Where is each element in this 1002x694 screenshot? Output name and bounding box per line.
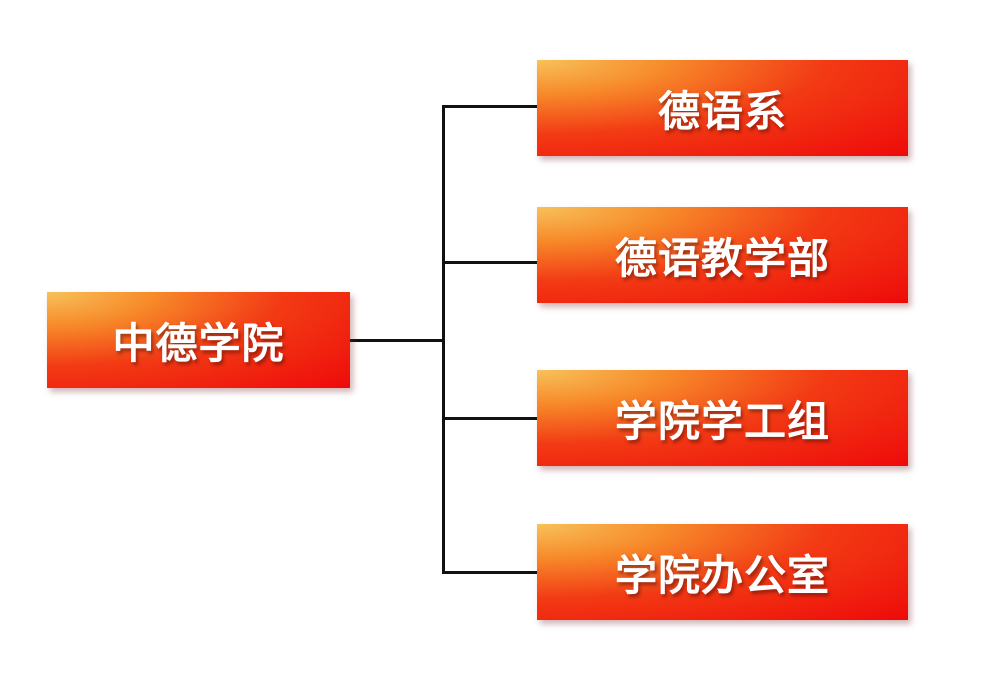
root-node: 中德学院 bbox=[47, 292, 350, 388]
child-node-1: 德语系 bbox=[537, 60, 908, 156]
connector-branch-1 bbox=[442, 105, 537, 108]
root-node-label: 中德学院 bbox=[112, 318, 285, 368]
child-node-3: 学院学工组 bbox=[537, 370, 908, 466]
connector-branch-2 bbox=[442, 261, 537, 264]
connector-branch-3 bbox=[442, 417, 537, 420]
child-node-label: 学院办公室 bbox=[614, 550, 830, 600]
connector-root bbox=[350, 339, 444, 342]
child-node-label: 学院学工组 bbox=[614, 396, 830, 446]
connector-trunk bbox=[442, 105, 445, 574]
child-node-4: 学院办公室 bbox=[537, 524, 908, 620]
child-node-label: 德语系 bbox=[657, 86, 787, 136]
child-node-2: 德语教学部 bbox=[537, 207, 908, 303]
connector-branch-4 bbox=[442, 571, 537, 574]
child-node-label: 德语教学部 bbox=[614, 233, 830, 283]
